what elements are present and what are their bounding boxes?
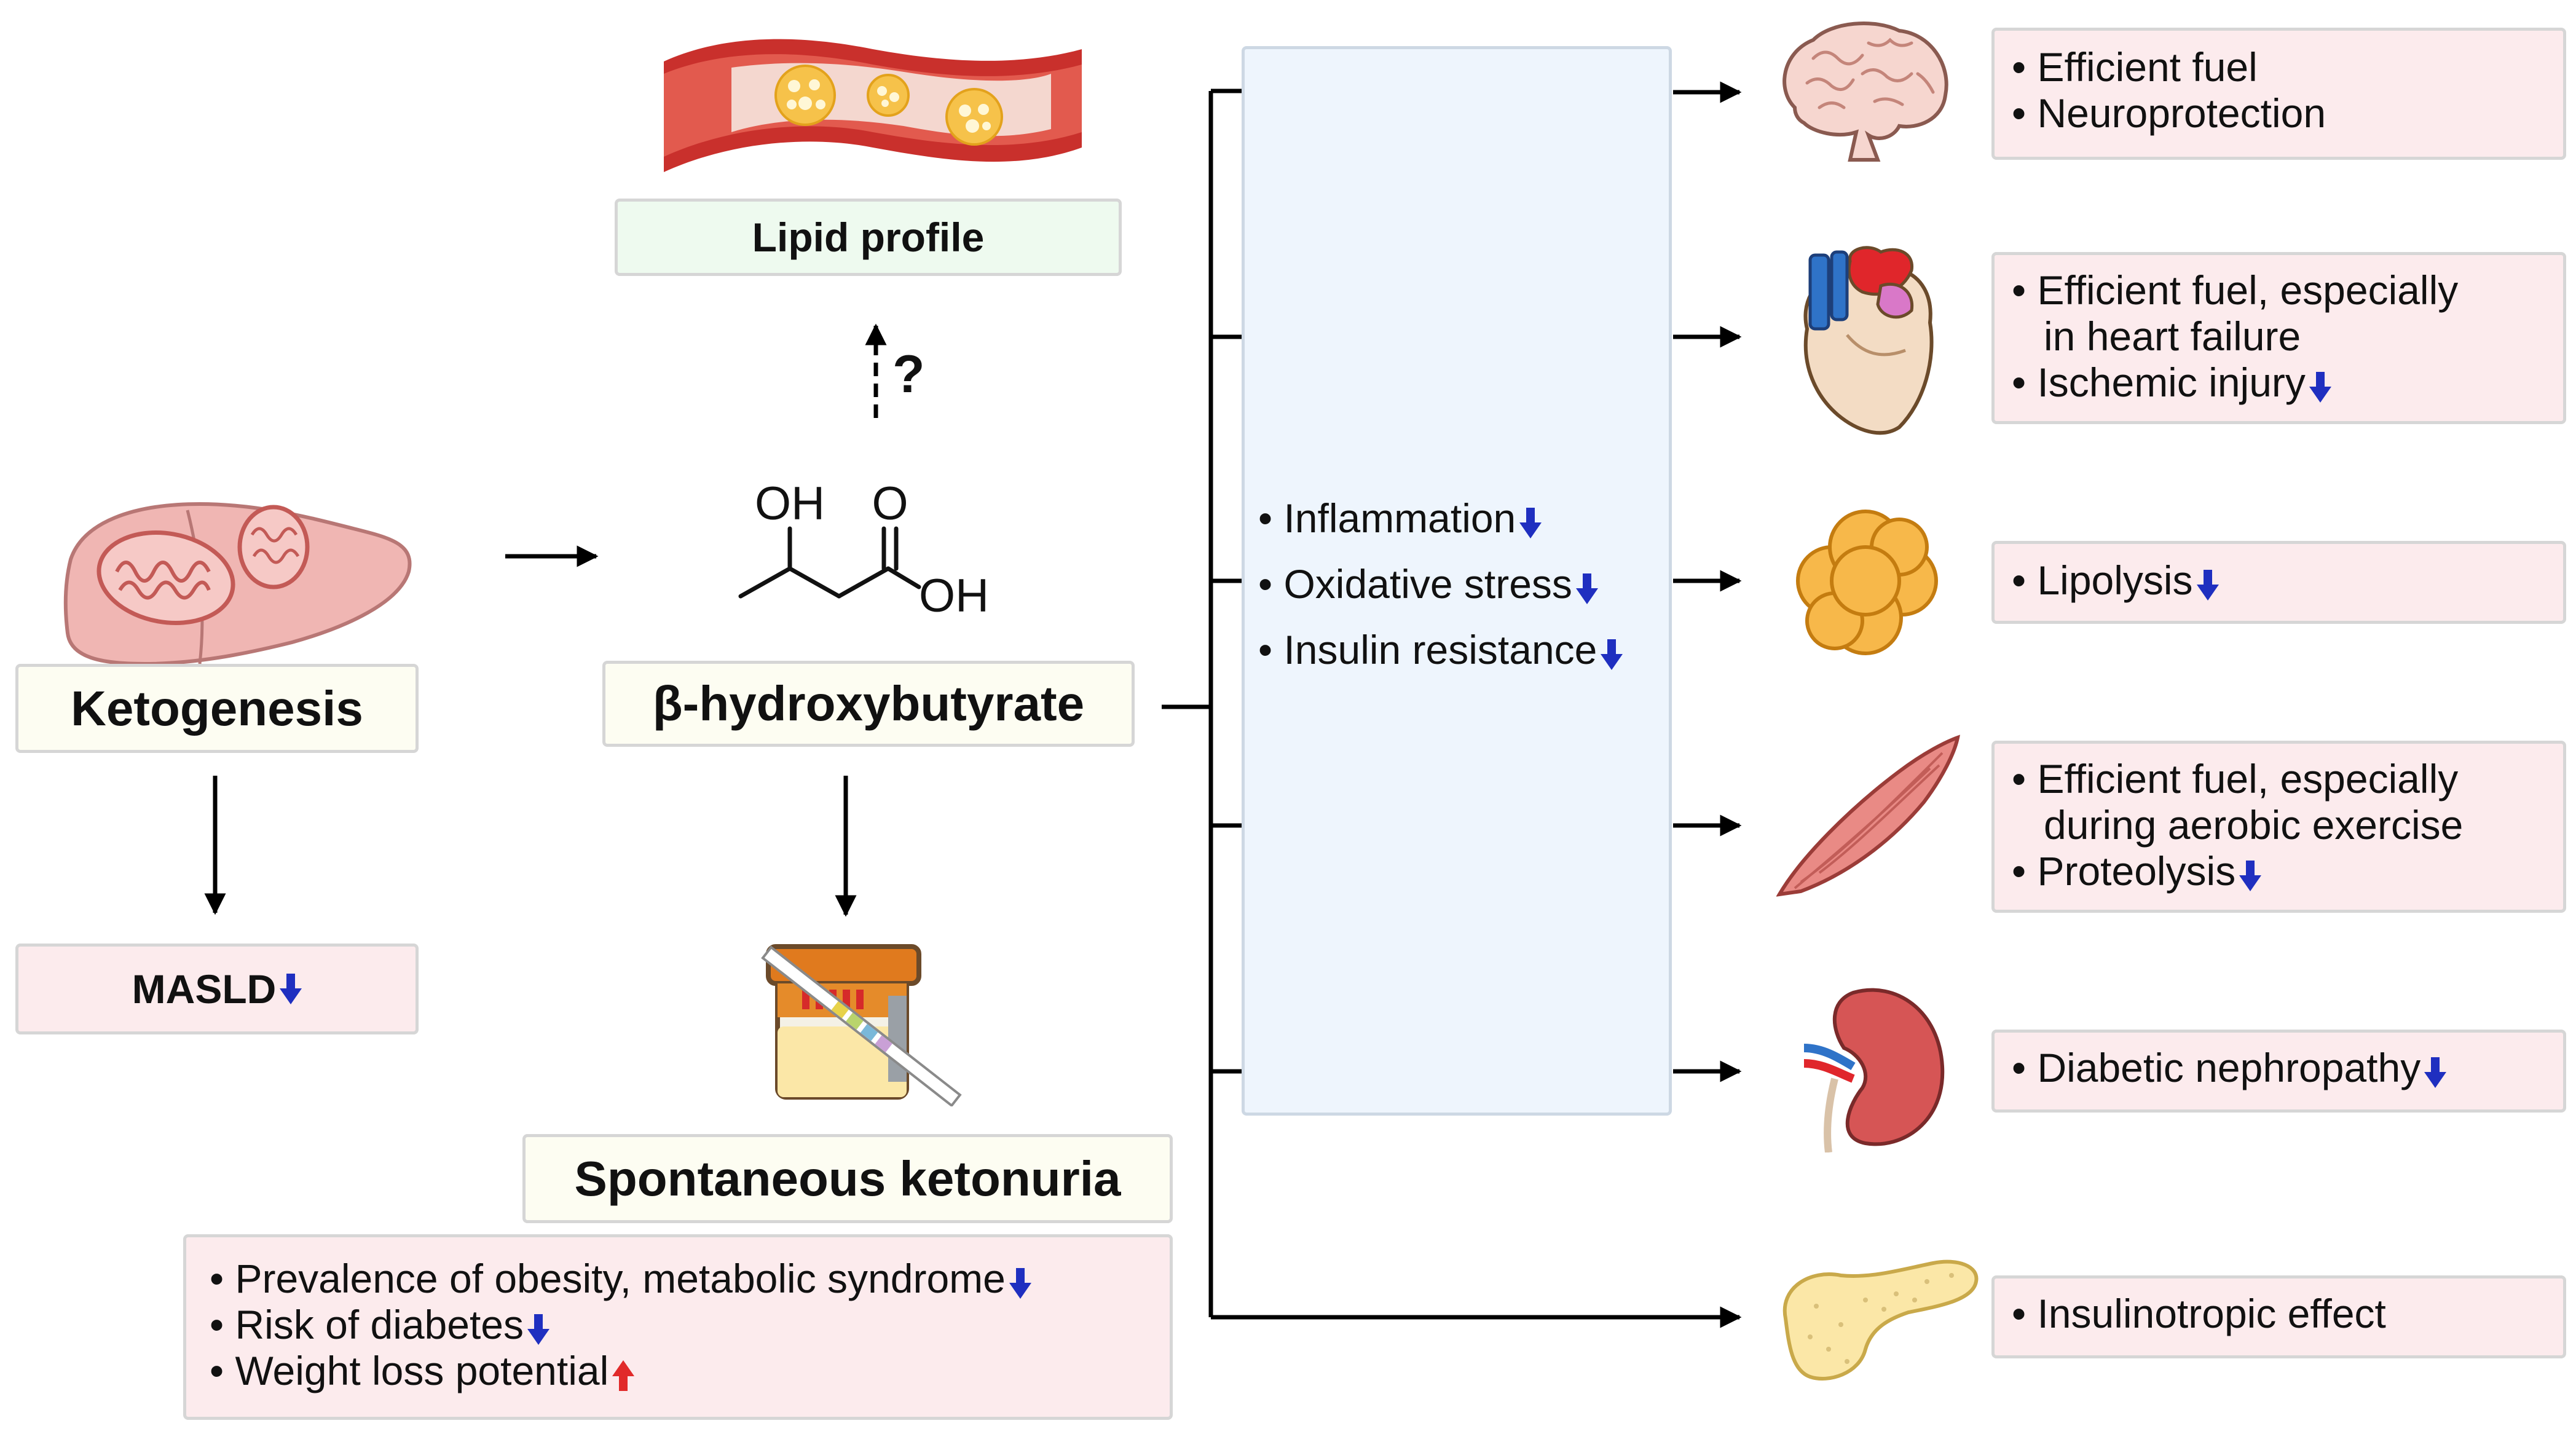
kidney-effects-list: • Diabetic nephropathy xyxy=(2012,1045,2447,1091)
bullet-label: during aerobic exercise xyxy=(2044,802,2464,848)
ketogenesis-label: Ketogenesis xyxy=(71,680,363,736)
bullet-text: • Inflammation xyxy=(1258,486,1623,551)
bullet-text: • Efficient fuel xyxy=(2012,44,2326,90)
bullet-text: • Lipolysis xyxy=(2012,557,2219,604)
masld-label: MASLD xyxy=(132,966,277,1012)
bhb-label: β-hydroxybutyrate xyxy=(652,676,1085,731)
lipid-profile-box: Lipid profile xyxy=(615,199,1122,276)
ketonuria-box: Spontaneous ketonuria xyxy=(522,1134,1173,1223)
bullet-label: • Efficient fuel xyxy=(2012,44,2258,90)
blood-vessel-icon xyxy=(664,39,1082,172)
kidney-effects-box: • Diabetic nephropathy xyxy=(1991,1030,2566,1113)
bhb-molecule-structure: OH O OH xyxy=(738,478,989,622)
down-arrow-icon xyxy=(2239,861,2262,891)
bullet-label: • Diabetic nephropathy xyxy=(2012,1045,2421,1090)
bhb-box: β-hydroxybutyrate xyxy=(602,661,1135,747)
down-arrow-icon xyxy=(1575,573,1598,604)
bullet-label: • Insulin resistance xyxy=(1258,627,1597,672)
bullet-label: • Lipolysis xyxy=(2012,557,2193,603)
masld-box: MASLD xyxy=(15,944,419,1034)
bullet-text: • Ischemic injury xyxy=(2012,360,2458,406)
pancreas-effects-box: • Insulinotropic effect xyxy=(1991,1275,2566,1358)
bullet-text: • Neuroprotection xyxy=(2012,90,2326,136)
bullet-text: • Insulinotropic effect xyxy=(2012,1291,2386,1337)
down-arrow-icon xyxy=(2309,372,2331,403)
bullet-text: • Insulin resistance xyxy=(1258,617,1623,683)
brain-icon xyxy=(1782,22,1948,162)
bullet-text: • Proteolysis xyxy=(2012,848,2463,894)
molecule-o: O xyxy=(872,478,908,530)
lipid-profile-label: Lipid profile xyxy=(752,215,985,260)
ketogenesis-box: Ketogenesis xyxy=(15,664,419,753)
down-arrow-icon xyxy=(280,974,302,1004)
ketonuria-label: Spontaneous ketonuria xyxy=(574,1151,1121,1206)
bullet-text: • Prevalence of obesity, metabolic syndr… xyxy=(210,1256,1031,1302)
molecule-oh-right: OH xyxy=(919,570,989,622)
heart-icon xyxy=(1803,246,1934,435)
molecule-oh-top: OH xyxy=(755,478,825,530)
brain-effects-box: • Efficient fuel• Neuroprotection xyxy=(1991,28,2566,160)
bullet-text: • Diabetic nephropathy xyxy=(2012,1045,2447,1091)
bullet-text: • Efficient fuel, especially xyxy=(2012,756,2463,802)
bullet-text: • Oxidative stress xyxy=(1258,551,1623,617)
systemic-effects-list: • Inflammation • Oxidative stress • Insuli… xyxy=(1258,486,1623,683)
down-arrow-icon xyxy=(2196,570,2219,601)
bullet-label: • Neuroprotection xyxy=(2012,90,2326,136)
bullet-text: in heart failure xyxy=(2012,313,2458,360)
bullet-label: • Risk of diabetes xyxy=(210,1302,524,1347)
adipose-icon xyxy=(1796,510,1938,655)
urine-test-icon xyxy=(761,944,962,1106)
ketonuria-effects-box: • Prevalence of obesity, metabolic syndr… xyxy=(183,1234,1173,1420)
bullet-label: • Ischemic injury xyxy=(2012,360,2306,405)
systemic-effects-box: • Inflammation • Oxidative stress • Insuli… xyxy=(1242,46,1672,1116)
down-arrow-icon xyxy=(1601,639,1623,670)
bullet-label: • Efficient fuel, especially xyxy=(2012,756,2459,802)
bullet-label: • Prevalence of obesity, metabolic syndr… xyxy=(210,1256,1006,1301)
ketonuria-effects-list: • Prevalence of obesity, metabolic syndr… xyxy=(210,1256,1031,1394)
bullet-label: • Efficient fuel, especially xyxy=(2012,267,2459,313)
bullet-text: during aerobic exercise xyxy=(2012,802,2463,848)
adipose-effects-box: • Lipolysis xyxy=(1991,541,2566,624)
liver-icon xyxy=(63,502,412,666)
bullet-label: • Insulinotropic effect xyxy=(2012,1291,2386,1336)
bullet-label: • Inflammation xyxy=(1258,495,1516,541)
down-arrow-icon xyxy=(2424,1057,2447,1088)
bullet-text: • Risk of diabetes xyxy=(210,1302,1031,1348)
pancreas-effects-list: • Insulinotropic effect xyxy=(2012,1291,2386,1337)
down-arrow-icon xyxy=(1009,1268,1031,1299)
bullet-label: • Oxidative stress xyxy=(1258,561,1572,607)
muscle-icon xyxy=(1776,735,1960,897)
question-mark: ? xyxy=(892,345,925,404)
adipose-effects-list: • Lipolysis xyxy=(2012,557,2219,604)
bullet-text: • Efficient fuel, especially xyxy=(2012,267,2458,313)
kidney-icon xyxy=(1803,988,1945,1152)
down-arrow-icon xyxy=(1519,508,1542,538)
up-arrow-icon xyxy=(612,1360,635,1391)
brain-effects-list: • Efficient fuel• Neuroprotection xyxy=(2012,44,2326,136)
pancreas-icon xyxy=(1782,1259,1979,1381)
bullet-label: • Proteolysis xyxy=(2012,848,2236,894)
down-arrow-icon xyxy=(527,1314,550,1345)
bullet-text: • Weight loss potential xyxy=(210,1348,1031,1394)
bullet-label: in heart failure xyxy=(2044,313,2301,359)
bullet-label: • Weight loss potential xyxy=(210,1348,609,1393)
